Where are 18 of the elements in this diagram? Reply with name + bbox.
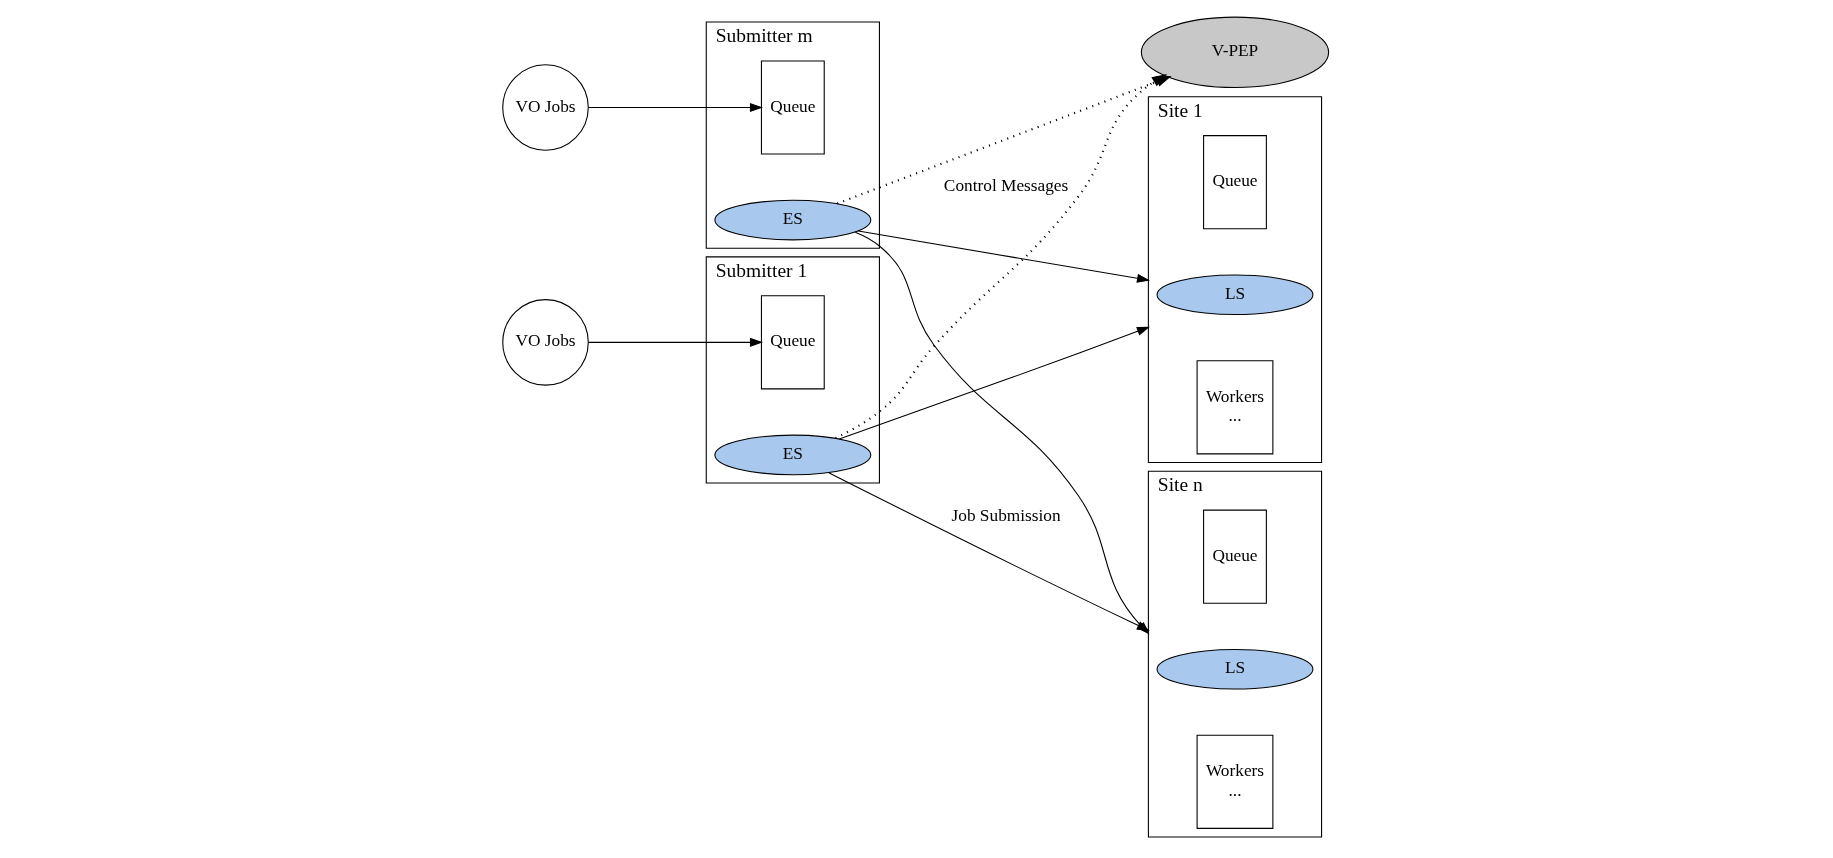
- arrow: [838, 326, 1150, 439]
- edge-label: Job Submission: [951, 505, 1061, 525]
- arrow: [857, 229, 1150, 283]
- node-box: Queue: [1203, 134, 1267, 229]
- edge-label: Control Messages: [943, 175, 1069, 195]
- node-ellipse: ES: [714, 199, 872, 240]
- node-box: Queue: [760, 59, 825, 155]
- node-box: Workers ...: [1196, 734, 1274, 829]
- node-circle: VO Jobs: [502, 63, 589, 151]
- arrow: [587, 102, 763, 112]
- node-ellipse: ES: [714, 434, 872, 475]
- node-ellipse: LS: [1156, 273, 1314, 315]
- node-box: Workers ...: [1196, 359, 1274, 454]
- arrow: [587, 337, 763, 347]
- node-ellipse: LS: [1156, 648, 1314, 690]
- node-circle: VO Jobs: [502, 298, 589, 386]
- node-box: Queue: [760, 294, 825, 389]
- node-box: Queue: [1203, 509, 1267, 604]
